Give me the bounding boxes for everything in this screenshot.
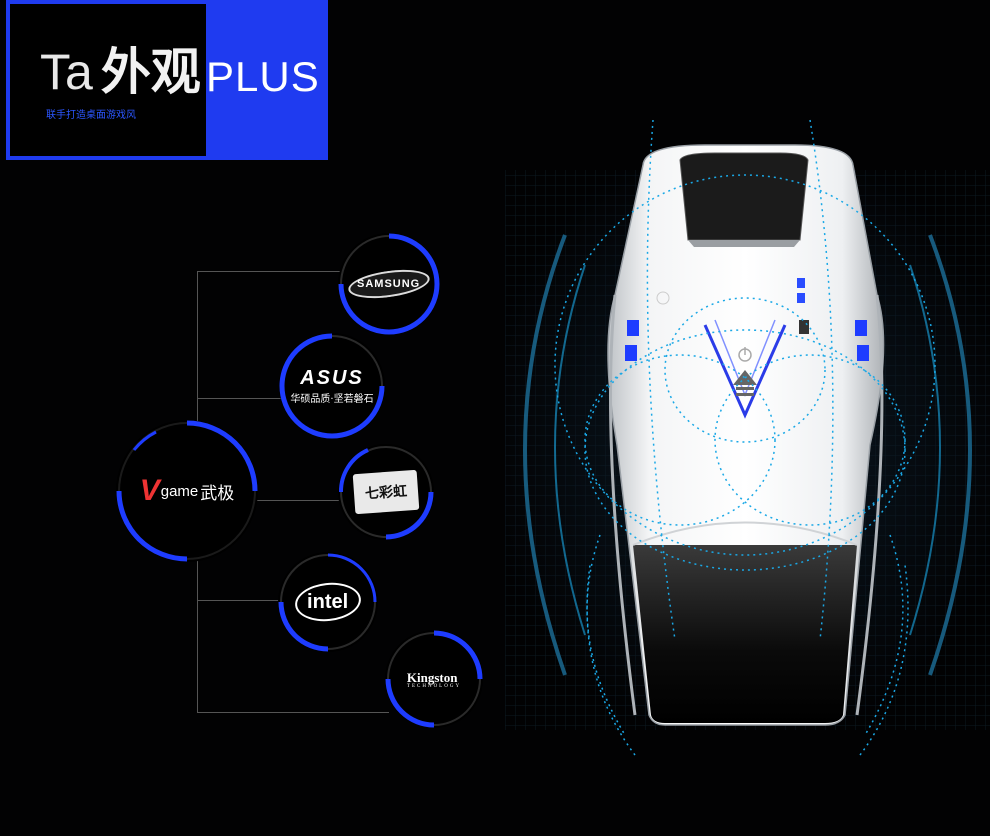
pc-case-svg	[505, 119, 990, 756]
kingston-logo-text: Kingston	[406, 669, 458, 685]
title-chinese: 外观	[100, 43, 201, 101]
kingston-ring	[385, 630, 483, 728]
kingston-logo: Kingston TECHNOLOGY	[407, 670, 461, 689]
vgame-center-badge: V game 武极	[116, 420, 258, 562]
kingston-logo-sub: TECHNOLOGY	[406, 683, 462, 689]
asus-ring	[279, 333, 385, 439]
pc-case-illustration	[505, 115, 990, 780]
connector-asus	[197, 398, 282, 399]
vgame-text-cn: 武极	[200, 483, 235, 504]
samsung-logo: SAMSUNG	[346, 265, 432, 303]
vgame-v-glyph: V	[139, 474, 160, 507]
samsung-logo-text: SAMSUNG	[357, 278, 421, 291]
title-latin: Ta	[40, 44, 93, 100]
colorful-logo: 七彩虹	[352, 469, 420, 515]
intel-logo-text: intel	[307, 590, 349, 613]
partner-kingston-badge: Kingston TECHNOLOGY	[385, 630, 483, 728]
asus-logo-text: ASUS	[300, 366, 364, 389]
partner-intel-badge: intel	[278, 552, 378, 652]
power-icon	[738, 347, 752, 362]
asus-slogan: 华硕品质·坚若磐石	[290, 393, 374, 405]
connector-kingston	[197, 712, 389, 713]
colorful-logo-text: 七彩虹	[364, 483, 408, 503]
connector-samsung	[197, 271, 342, 272]
intel-logo: intel	[293, 579, 363, 625]
partner-samsung-badge: SAMSUNG	[338, 233, 440, 335]
connector-intel	[197, 600, 281, 601]
connector-colorful	[250, 500, 342, 501]
vgame-text: game	[160, 482, 199, 500]
vgame-ring	[116, 420, 258, 562]
intel-ring	[278, 553, 377, 652]
partner-colorful-badge: 七彩虹	[338, 444, 434, 540]
section-subtitle: 联手打造桌面游戏风	[46, 110, 136, 121]
title-black-panel	[10, 4, 206, 156]
partner-asus-badge: ASUS 华硕品质·坚若磐石	[279, 333, 385, 439]
vgame-logo: V game 武极	[140, 476, 235, 506]
title-plus: PLUS	[206, 53, 320, 100]
